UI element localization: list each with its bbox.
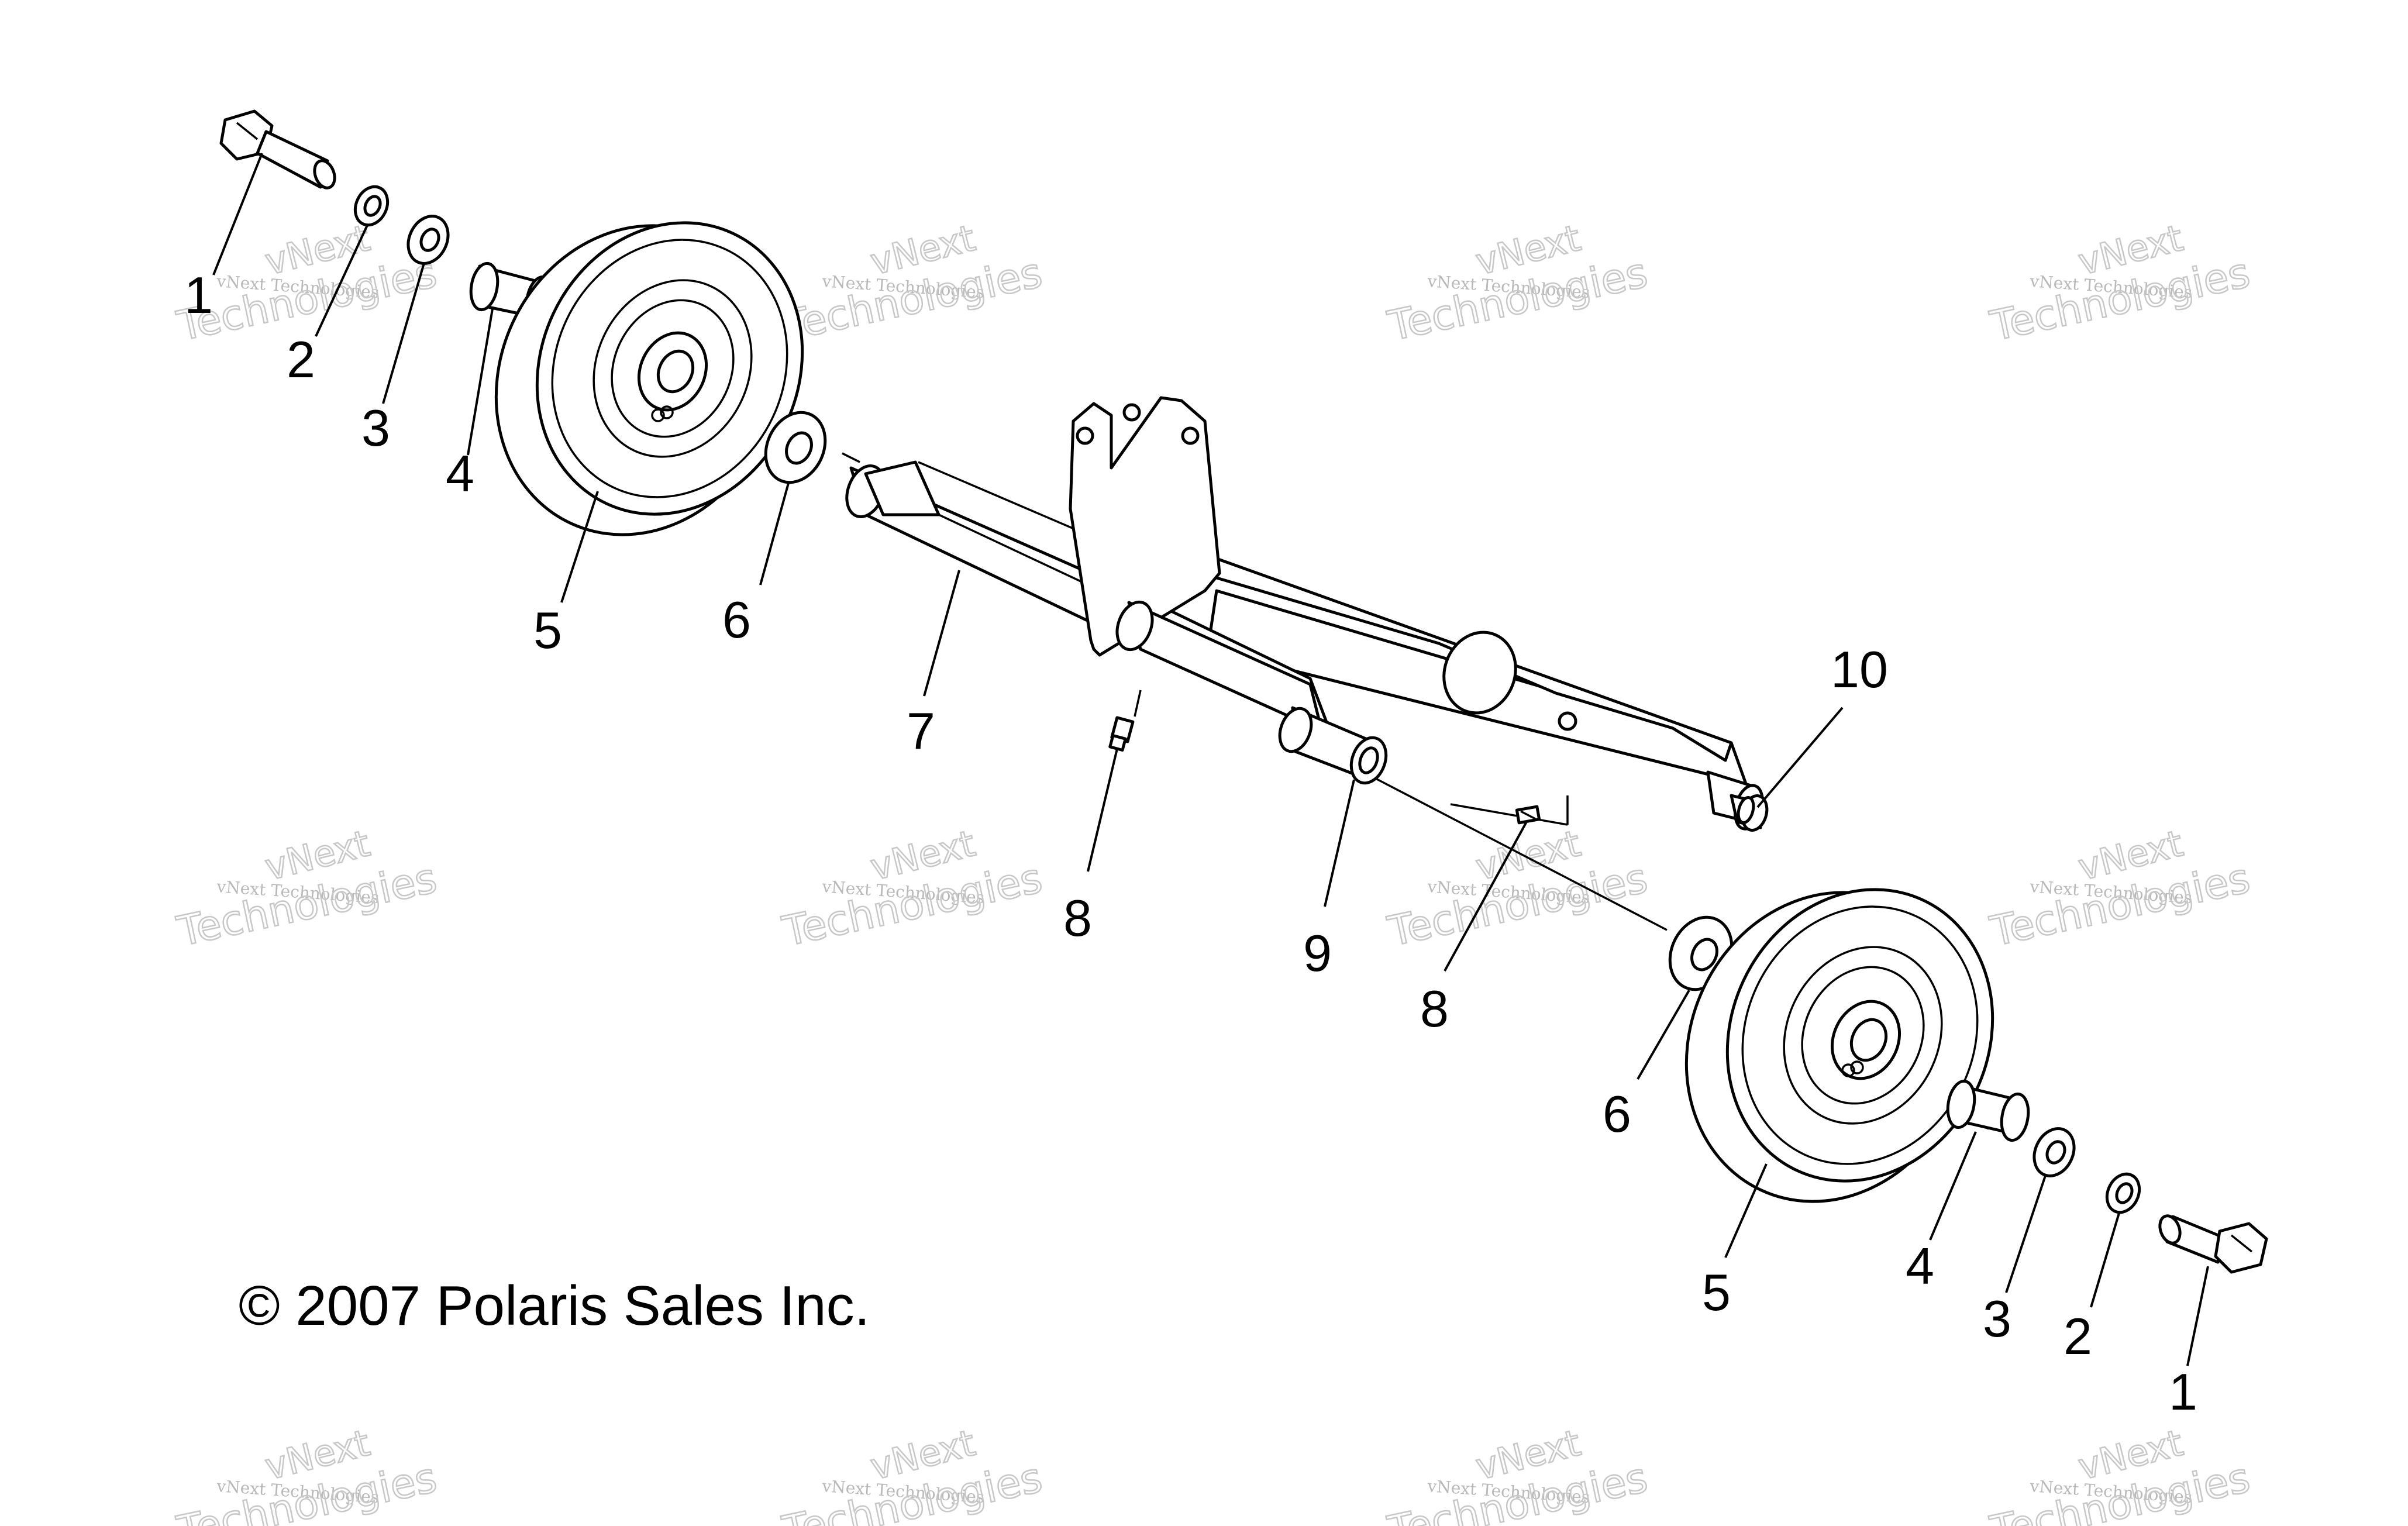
callout-2-right: 2 xyxy=(2063,1307,2092,1365)
watermark: vNext Technologies Technologies vNext xyxy=(172,1421,441,1526)
watermark: vNext Technologies Technologies vNext xyxy=(1383,1421,1652,1526)
watermark: vNext Technologies Technologies vNext xyxy=(1383,216,1652,352)
watermark: vNext Technologies Technologies vNext xyxy=(777,1421,1046,1526)
watermark: vNext Technologies Technologies vNext xyxy=(1985,216,2254,352)
thrust-washer-left xyxy=(764,411,827,484)
watermark: vNext Technologies Technologies vNext xyxy=(1383,821,1652,957)
watermark: vNext Technologies Technologies vNext xyxy=(1985,821,2254,957)
callout-7: 7 xyxy=(907,702,935,760)
callout-9: 9 xyxy=(1303,924,1332,982)
callout-3-left: 3 xyxy=(361,399,390,457)
idler-wheel-right xyxy=(1684,888,1994,1203)
copyright-notice: © 2007 Polaris Sales Inc. xyxy=(239,1274,870,1337)
spacer-right xyxy=(1946,1079,2030,1142)
idler-wheel-left xyxy=(494,221,804,536)
axle-assembly xyxy=(845,396,1769,832)
flat-washer-right xyxy=(2032,1127,2076,1177)
callout-10: 10 xyxy=(1831,640,1888,698)
lock-washer-left xyxy=(353,185,390,227)
flat-washer-left xyxy=(406,215,450,265)
bolt-right xyxy=(2158,1214,2268,1274)
watermark: vNext Technologies Technologies vNext xyxy=(777,821,1046,957)
callout-6-right: 6 xyxy=(1603,1085,1631,1143)
callout-4-left: 4 xyxy=(446,445,474,502)
callouts: 1 2 3 4 5 6 7 8 9 8 10 6 5 4 3 2 1 xyxy=(184,266,2197,1421)
callout-5-right: 5 xyxy=(1702,1263,1731,1321)
callout-3-right: 3 xyxy=(1983,1290,2011,1348)
callout-6-left: 6 xyxy=(722,591,751,649)
callout-8-right: 8 xyxy=(1420,980,1449,1038)
bushing xyxy=(1278,706,1388,785)
grease-fitting-right xyxy=(1515,805,1541,825)
callout-1-right: 1 xyxy=(2169,1363,2197,1421)
callout-4-right: 4 xyxy=(1906,1237,1934,1295)
callout-2-left: 2 xyxy=(287,330,315,388)
watermark: vNext Technologies Technologies vNext xyxy=(172,821,441,957)
bolt-left xyxy=(219,109,336,190)
callout-8-left: 8 xyxy=(1063,889,1092,947)
callout-1-left: 1 xyxy=(184,266,213,324)
callout-5-left: 5 xyxy=(533,601,562,659)
watermark: vNext Technologies Technologies vNext xyxy=(1985,1421,2254,1526)
grease-fitting-left xyxy=(1108,690,1142,752)
lock-washer-right xyxy=(2105,1172,2141,1214)
watermark: vNext Technologies Technologies vNext xyxy=(777,216,1046,352)
leader-lines xyxy=(212,153,2209,1366)
